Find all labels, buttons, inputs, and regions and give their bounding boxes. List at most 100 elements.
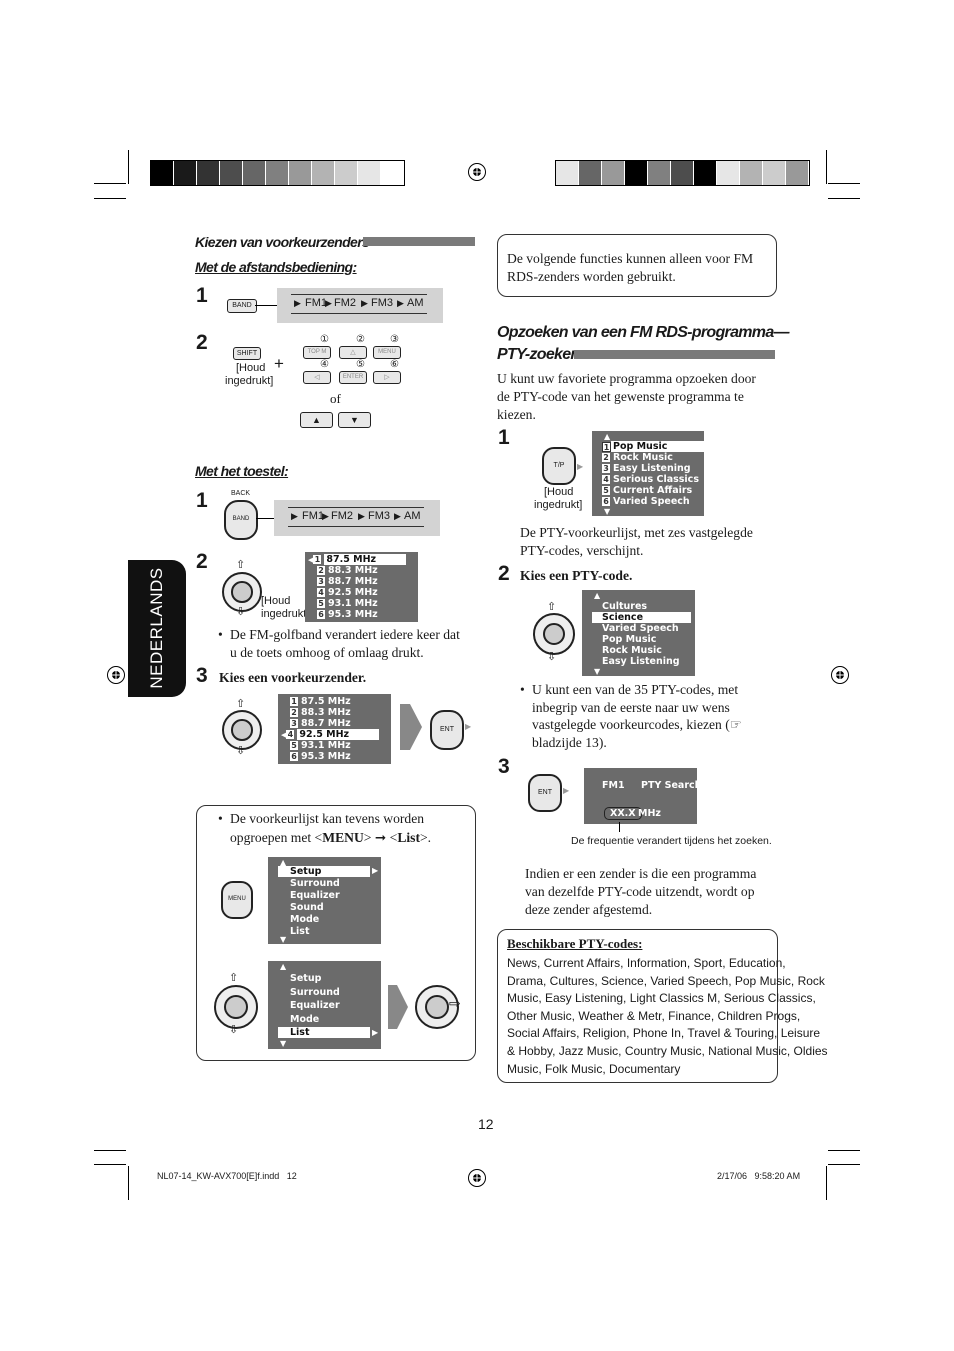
crop-mark — [828, 198, 860, 199]
color-swatch — [312, 161, 335, 185]
top-m-button[interactable]: TOP M — [303, 346, 331, 359]
step-number: 1 — [196, 489, 208, 512]
next-arrow-icon — [400, 704, 422, 750]
color-swatch — [151, 161, 174, 185]
color-swatch — [625, 161, 648, 185]
unit-band-button[interactable]: BAND — [224, 500, 258, 540]
control-dial-icon[interactable] — [222, 572, 262, 612]
control-dial-icon[interactable] — [214, 985, 258, 1029]
color-bar-left — [150, 160, 405, 186]
color-swatch — [220, 161, 243, 185]
subheading-remote: Met de afstandsbediening: — [195, 259, 357, 275]
ent-button[interactable]: ENT — [430, 710, 464, 750]
bullet-dot: • — [520, 682, 525, 697]
up-arrow-button[interactable]: ▲ — [300, 412, 333, 428]
callout-line — [619, 822, 620, 832]
hold-label: ingedrukt] — [225, 375, 274, 387]
left-button[interactable]: ◁ — [303, 371, 331, 384]
crop-mark — [828, 1150, 860, 1151]
up-arrow-icon: ⇧ — [229, 972, 239, 984]
next-arrow-icon — [388, 985, 408, 1029]
pty-code-display: ▲ Cultures Science Varied Speech Pop Mus… — [582, 590, 695, 676]
heading-bar — [363, 237, 475, 246]
key-number: ③ — [390, 334, 399, 345]
hold-label: [Houd — [236, 362, 266, 374]
key-number: ② — [356, 334, 365, 345]
color-swatch — [266, 161, 289, 185]
menu-button[interactable]: MENU — [221, 881, 253, 919]
step-number: 1 — [498, 426, 510, 449]
right-button[interactable]: ▷ — [373, 371, 401, 384]
crop-mark — [828, 183, 860, 184]
key-number: ④ — [320, 359, 329, 370]
step-number: 2 — [196, 550, 208, 573]
color-swatch — [694, 161, 717, 185]
plus-sign: + — [274, 354, 284, 373]
color-swatch — [381, 161, 404, 185]
flow-fm1: FM1 — [302, 510, 324, 522]
up-arrow-icon: ⇧ — [547, 601, 557, 613]
crop-mark — [94, 183, 126, 184]
pty-desc: De PTY-voorkeurlijst, met zes vastgelegd… — [520, 525, 753, 540]
section-heading: Opzoeken van een FM RDS-programma— — [497, 324, 790, 341]
color-swatch — [174, 161, 197, 185]
flow-am: AM — [404, 510, 421, 522]
unit-band-flow: FM1 FM2 FM3 AM ▶ ▶ ▶ ▶ — [274, 500, 440, 536]
step-number: 3 — [498, 755, 510, 778]
crop-mark — [128, 150, 129, 184]
step-number: 2 — [498, 562, 510, 585]
fm-rds-note-box — [497, 234, 777, 297]
control-dial-icon[interactable] — [222, 710, 262, 750]
menu-key-button[interactable]: MENU — [373, 346, 401, 359]
control-dial-icon[interactable] — [415, 985, 459, 1029]
crop-mark — [128, 1166, 129, 1200]
crop-mark — [826, 1166, 827, 1200]
enter-button[interactable]: ENTER — [339, 371, 367, 384]
section-heading: Kiezen van voorkeurzenders — [195, 234, 370, 250]
color-swatch — [197, 161, 220, 185]
down-arrow-icon: ⇩ — [236, 745, 246, 757]
control-dial-icon[interactable] — [533, 613, 575, 655]
right-arrow-icon: ⇨ — [449, 997, 461, 1012]
color-swatch — [740, 161, 763, 185]
color-swatch — [602, 161, 625, 185]
flow-fm3: FM3 — [368, 510, 390, 522]
bullet-text: bladzijde 13). — [532, 735, 607, 750]
connector-line — [255, 305, 277, 306]
unit-band-label: BAND — [232, 516, 250, 522]
key-number: ① — [320, 334, 329, 345]
step-text: Kies een voorkeurzender. — [219, 670, 367, 685]
tp-button[interactable]: T/P — [542, 447, 576, 485]
pty-codes-list: News, Current Affairs, Information, Spor… — [507, 956, 828, 1076]
pty-codes-box — [497, 929, 778, 1083]
band-button[interactable]: BAND — [227, 299, 257, 313]
shift-button[interactable]: SHIFT — [233, 347, 261, 360]
ent-button[interactable]: ENT — [528, 774, 562, 812]
color-swatch — [763, 161, 786, 185]
crop-mark — [94, 1150, 126, 1151]
up-button[interactable]: △ — [339, 346, 367, 359]
heading-bar — [574, 350, 775, 359]
flow-fm3: FM3 — [371, 297, 393, 309]
note-box — [196, 805, 476, 1061]
step-text: Kies een PTY-code. — [520, 568, 633, 583]
bullet-text: inbegrip van de eerste naar uw wens — [532, 700, 730, 715]
flow-fm1: FM1 — [305, 297, 327, 309]
side-tab-label: NEDERLANDS — [147, 567, 166, 689]
key-number: ⑤ — [356, 359, 365, 370]
fm-note-text: RDS-zenders worden gebruikt. — [507, 269, 676, 284]
footer-file: NL07-14_KW-AVX700[E]f.indd 12 — [157, 1171, 297, 1181]
registration-mark-icon — [107, 666, 125, 684]
page-number: 12 — [478, 1116, 494, 1132]
registration-mark-icon — [831, 666, 849, 684]
play-icon: ▶ — [465, 722, 472, 731]
up-arrow-icon: ⇧ — [236, 559, 246, 571]
registration-mark-icon — [468, 1169, 486, 1187]
bullet-text: vastgelegde voorkeurcodes, kiezen (☞ — [532, 717, 742, 732]
step-number: 3 — [196, 664, 208, 687]
down-arrow-button[interactable]: ▼ — [338, 412, 371, 428]
note-text: De voorkeurlijst kan tevens worden — [230, 811, 425, 826]
play-icon: ▶ — [577, 462, 584, 471]
